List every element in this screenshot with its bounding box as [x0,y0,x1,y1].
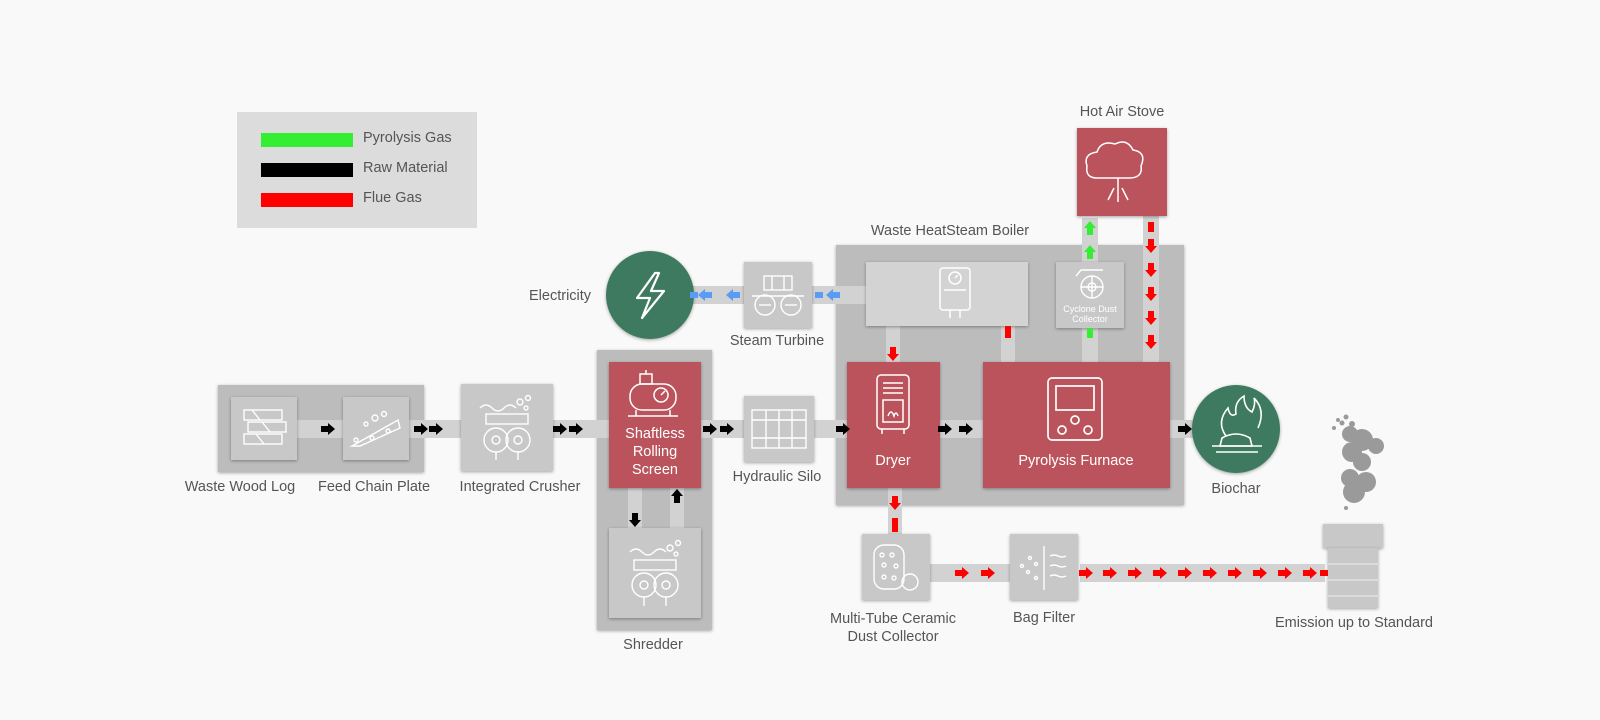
raw-material-arrow [720,423,734,435]
label-waste-heat-steam-boiler: Waste HeatSteam Boiler [870,223,1030,239]
biochar-icon [1212,394,1262,453]
label-electricity: Electricity [529,288,592,304]
pyrolysis-furnace-box [983,362,1170,488]
pyrolysis-gas-arrow [1084,245,1096,259]
flue-gas-arrow [1153,567,1167,579]
label-shredder: Shredder [623,637,683,653]
dryer-icon [876,374,910,434]
legend: Pyrolysis Gas Raw Material Flue Gas [237,112,477,228]
label-steam-turbine: Steam Turbine [729,333,825,349]
label-biochar: Biochar [1211,481,1261,497]
waste-wood-log-box [231,397,297,460]
shredder-box [609,528,701,618]
bag-filter-icon [1019,546,1067,590]
flue-gas-arrow [1145,239,1157,253]
flue-gas-arrow [1128,567,1142,579]
label-bag-filter: Bag Filter [1012,610,1076,626]
wood-log-icon [243,409,287,445]
hot-air-stove-box [1077,128,1167,216]
label-multi-tube-ceramic-dust-collector: Multi-Tube Ceramic Dust Collector [830,611,956,645]
label-pyrolysis-furnace: Pyrolysis Furnace [1018,453,1134,469]
chimney [1323,524,1383,608]
raw-material-arrow [414,423,428,435]
silo-icon [751,409,807,449]
label-hot-air-stove: Hot Air Stove [1079,104,1165,120]
crusher-icon [479,394,532,460]
lightning-icon [635,271,666,320]
cyclone-dust-collector-box [1056,262,1124,328]
legend-label: Raw Material [363,160,448,176]
pyrolysis-gas-arrow [1084,221,1096,235]
steam-arrow [726,289,740,301]
raw-material-arrow [553,423,567,435]
raw-material-arrow [1178,423,1192,435]
flue-gas-arrow [1145,287,1157,301]
raw-material-arrow [629,513,641,527]
flue-gas-arrow [1228,567,1242,579]
label-integrated-crusher: Integrated Crusher [459,479,581,495]
shredder-icon [629,539,682,606]
raw-material-arrow [429,423,443,435]
raw-material-arrow [938,423,952,435]
multi-tube-dust-collector-box [862,534,930,600]
flue-gas-arrow [1103,567,1117,579]
flue-gas-arrow [1203,567,1217,579]
raw-material-arrow [569,423,583,435]
boiler-icon [939,267,971,318]
multi-tube-collector-icon [873,544,919,591]
flue-gas-arrow [1253,567,1267,579]
legend-swatch-green [261,133,353,147]
flue-gas-arrow [981,567,995,579]
flue-gas-arrow [1278,567,1292,579]
smoke-icon [1332,414,1384,510]
integrated-crusher-box [461,384,553,471]
hot-air-cloud-icon [1085,141,1144,202]
flue-gas-arrow [1145,311,1157,325]
shaftless-rolling-screen-box [609,362,701,488]
biochar-circle [1192,385,1280,473]
label-dryer: Dryer [875,453,911,469]
label-hydraulic-silo: Hydraulic Silo [732,469,822,485]
steam-arrow [698,289,712,301]
flue-gas-arrow [1145,335,1157,349]
steam-arrow [826,289,840,301]
turbine-icon [752,275,804,316]
steam-turbine-box [744,262,812,328]
raw-material-arrow [836,423,850,435]
flue-gas-arrow [1178,567,1192,579]
furnace-icon [1047,377,1103,441]
legend-label: Pyrolysis Gas [363,130,452,146]
legend-swatch-red [261,193,353,207]
label-cyclone-dust-collector: Cyclone Dust Collector [1063,304,1117,324]
cyclone-icon [1075,269,1104,299]
flue-gas-arrow [1145,263,1157,277]
compressor-icon [628,370,678,417]
flue-gas-arrow [955,567,969,579]
electricity-circle [606,251,694,339]
raw-material-arrow [671,489,683,503]
raw-material-arrow [703,423,717,435]
flue-gas-arrow [1079,567,1093,579]
label-feed-chain-plate: Feed Chain Plate [317,479,431,495]
flue-gas-arrow [887,347,899,361]
flow-arrows [321,221,1328,579]
label-waste-wood-log: Waste Wood Log [184,479,296,495]
raw-material-arrow [321,423,335,435]
raw-material-arrow [959,423,973,435]
legend-label: Flue Gas [363,190,422,206]
feed-chain-plate-icon [349,410,401,447]
flue-gas-arrow [889,496,901,510]
label-shaftless-rolling-screen: Shaftless Rolling Screen [625,426,685,478]
flue-gas-arrow [1303,567,1317,579]
legend-swatch-black [261,163,353,177]
waste-heat-boiler-box [866,262,1028,326]
label-emission: Emission up to Standard [1275,615,1433,631]
